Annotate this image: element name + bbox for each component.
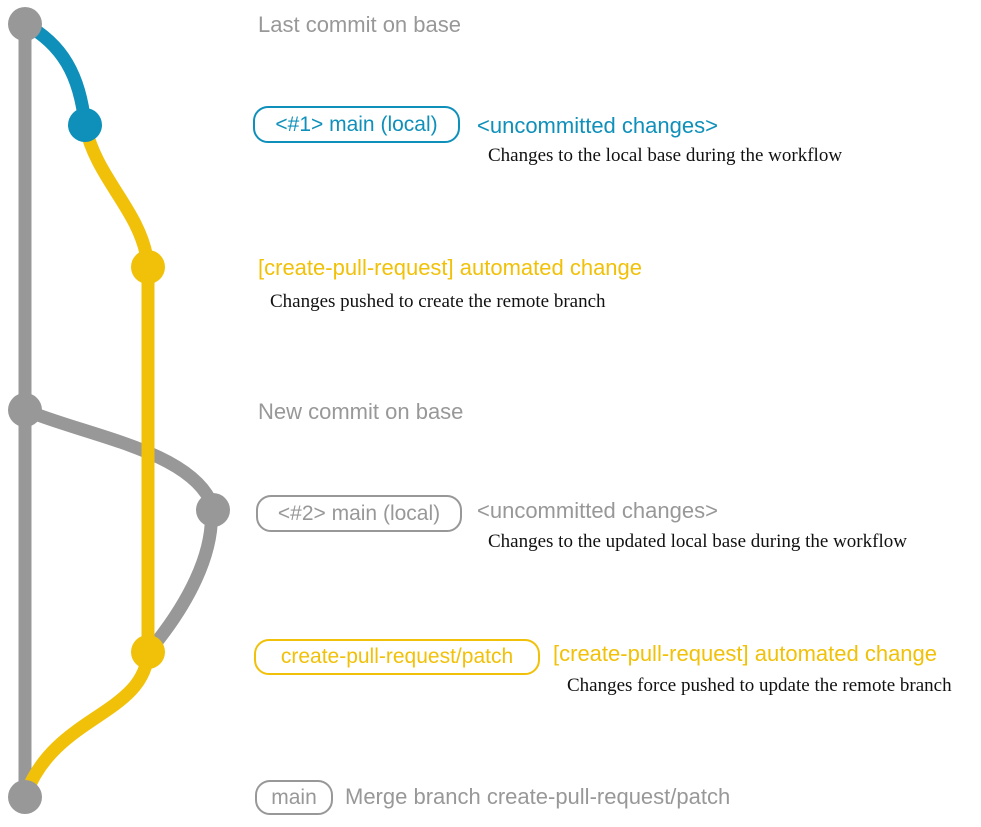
badge-main-local-2: <#2> main (local) bbox=[256, 495, 462, 532]
label-new-commit-on-base: New commit on base bbox=[258, 399, 464, 424]
annotation-force-push-update-branch: Changes force pushed to update the remot… bbox=[567, 675, 952, 696]
badge-main-local-1-label: <#1> main (local) bbox=[275, 112, 438, 136]
commit-dot-last-base bbox=[8, 7, 42, 41]
commit-dot-new-base bbox=[8, 393, 42, 427]
label-merge-branch: Merge branch create-pull-request/patch bbox=[345, 784, 731, 809]
annotation-local-base-changes: Changes to the local base during the wor… bbox=[488, 145, 843, 166]
label-uncommitted-changes-2: <uncommitted changes> bbox=[477, 498, 718, 523]
label-last-commit-on-base: Last commit on base bbox=[258, 12, 461, 37]
pull-request-branch-line bbox=[78, 118, 155, 659]
commit-dot-automated-change-1 bbox=[131, 250, 165, 284]
annotation-updated-local-base-changes: Changes to the updated local base during… bbox=[488, 531, 907, 552]
local-main-branch-line bbox=[18, 17, 92, 132]
commit-dot-local-main-1 bbox=[68, 108, 102, 142]
label-automated-change-2: [create-pull-request] automated change bbox=[553, 641, 938, 666]
badge-main-label: main bbox=[271, 785, 317, 809]
badge-create-pull-request-patch: create-pull-request/patch bbox=[254, 639, 540, 675]
commit-dot-local-main-2 bbox=[196, 493, 230, 527]
badge-main: main bbox=[255, 780, 333, 815]
annotation-push-create-branch: Changes pushed to create the remote bran… bbox=[270, 291, 606, 312]
badge-main-local-2-label: <#2> main (local) bbox=[277, 501, 441, 525]
commit-dot-merge bbox=[8, 780, 42, 814]
commit-dot-automated-change-2 bbox=[131, 635, 165, 669]
merge-branch-line bbox=[19, 645, 155, 801]
rebase-branch-line bbox=[18, 403, 218, 656]
label-uncommitted-changes-1: <uncommitted changes> bbox=[477, 113, 718, 138]
label-automated-change-1: [create-pull-request] automated change bbox=[258, 255, 643, 280]
badge-create-pull-request-patch-label: create-pull-request/patch bbox=[280, 645, 514, 668]
badge-main-local-1: <#1> main (local) bbox=[253, 106, 460, 143]
